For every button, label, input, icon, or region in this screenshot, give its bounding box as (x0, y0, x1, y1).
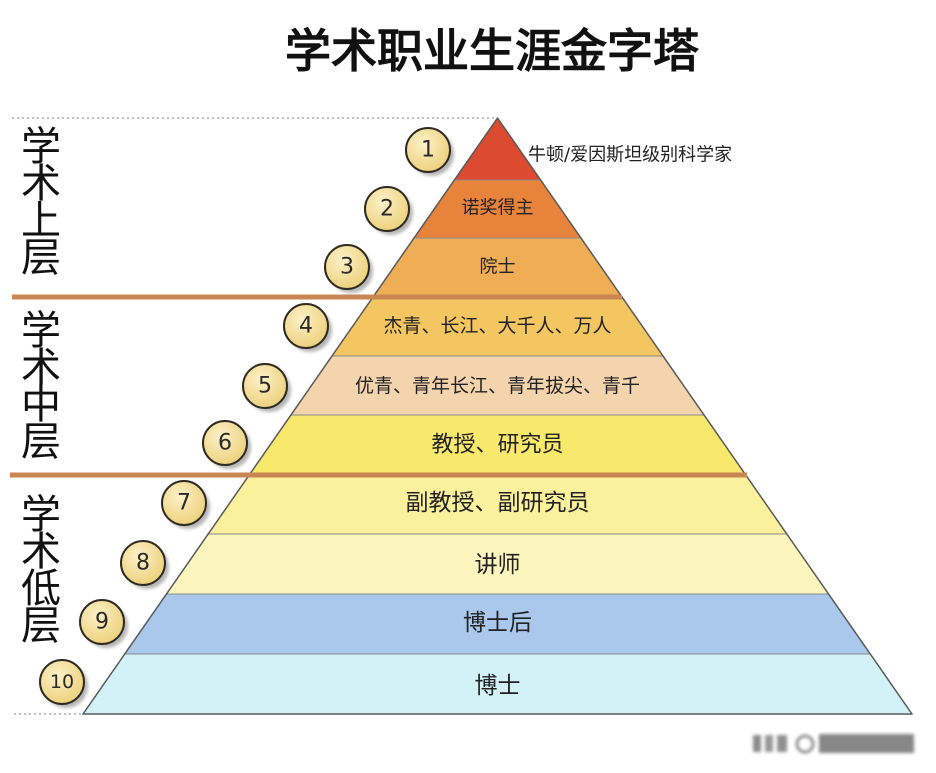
badge-circle (324, 244, 370, 290)
layer-label-5: 优青、青年长江、青年拔尖、青千 (355, 375, 640, 397)
badge-number: 10 (50, 671, 74, 693)
watermark (753, 734, 914, 754)
level-badge-5: 5 (242, 363, 291, 412)
badge-circle (242, 363, 288, 409)
level-badge-4: 4 (283, 303, 332, 352)
layer-label-3: 院士 (480, 257, 516, 278)
level-badge-3: 3 (324, 244, 373, 293)
level-badge-10: 10 (39, 659, 88, 708)
level-badge-1: 1 (405, 127, 454, 176)
badge-circle (202, 420, 248, 466)
badge-circle (283, 303, 329, 349)
badge-number: 7 (177, 491, 191, 516)
badge-circle (405, 127, 451, 173)
level-badge-2: 2 (364, 186, 413, 235)
level-badge-8: 8 (120, 540, 169, 589)
badge-number: 3 (340, 255, 354, 280)
badge-circle (120, 540, 166, 586)
layer-labels: 牛顿/爱因斯坦级别科学家 诺奖得主 院士 杰青、长江、大千人、万人 优青、青年长… (355, 145, 732, 700)
badge-number: 4 (299, 314, 313, 339)
badge-number: 1 (421, 138, 435, 163)
layer-label-2: 诺奖得主 (462, 198, 534, 219)
badge-number: 8 (136, 551, 150, 576)
layer-label-4: 杰青、长江、大千人、万人 (383, 315, 611, 337)
watermark-mark (765, 735, 773, 752)
layer-label-6: 教授、研究员 (431, 433, 563, 458)
level-badges: 1 2 3 4 5 (39, 127, 454, 708)
badge-circle (364, 186, 410, 232)
layer-label-9: 博士后 (463, 610, 532, 636)
pyramid (82, 117, 913, 715)
group-label-lower: 学术低层 (14, 493, 60, 641)
watermark-mark (777, 735, 787, 752)
diagram-title: 学术职业生涯金字塔 (285, 24, 700, 78)
group-label-upper: 学术上层 (14, 125, 60, 273)
layer-label-8: 讲师 (475, 552, 521, 578)
layer-label-10: 博士 (475, 673, 521, 699)
group-label-middle: 学术中层 (14, 309, 60, 457)
watermark-mark (819, 734, 914, 753)
badge-circle (39, 659, 85, 705)
layer-label-1: 牛顿/爱因斯坦级别科学家 (528, 145, 732, 166)
badge-number: 2 (380, 197, 394, 222)
badge-number: 9 (95, 610, 109, 635)
badge-circle (79, 599, 125, 645)
badge-number: 5 (258, 374, 272, 399)
badge-circle (161, 480, 207, 526)
watermark-at-icon (795, 734, 815, 754)
layer-label-7: 副教授、副研究员 (406, 490, 590, 516)
watermark-mark (753, 735, 761, 752)
badge-number: 6 (218, 431, 232, 456)
level-badge-9: 9 (79, 599, 128, 648)
pyramid-outline (82, 117, 913, 715)
level-badge-7: 7 (161, 480, 210, 529)
level-badge-6: 6 (202, 420, 251, 469)
